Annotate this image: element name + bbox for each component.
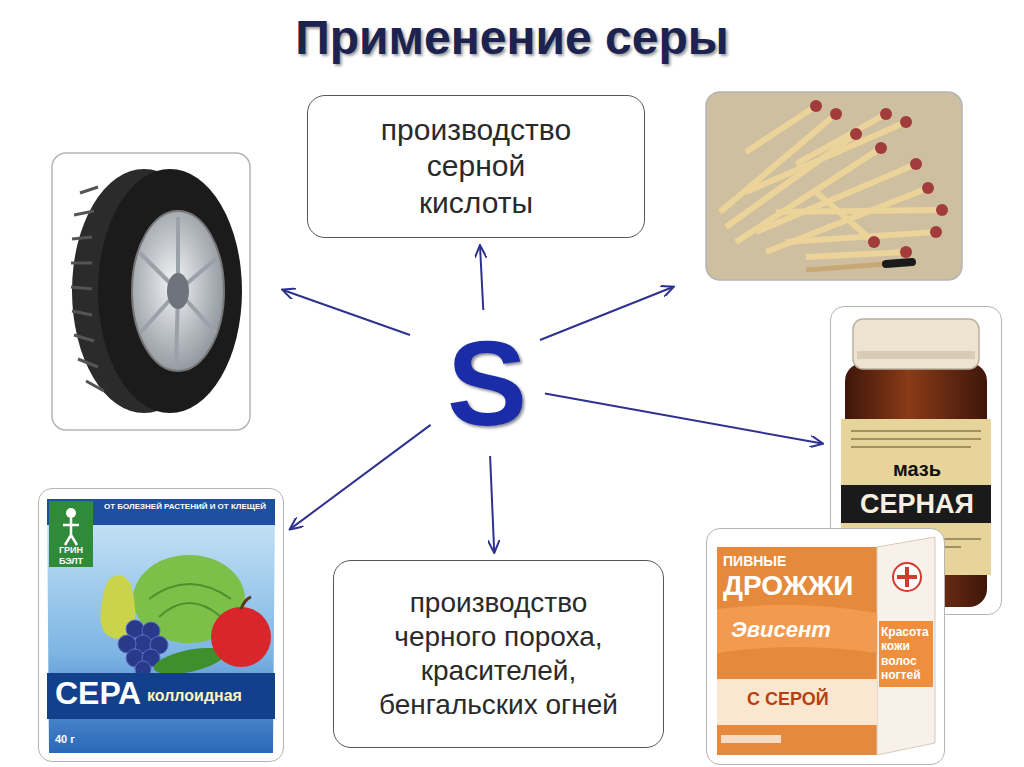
weight-text: 40 г xyxy=(55,733,75,746)
box-text: производство черного пороха, красителей,… xyxy=(373,586,625,723)
box-text: производство серной кислоты xyxy=(366,112,586,222)
brand-text: ГРИН БЭЛТ xyxy=(49,545,93,567)
product-name: ПИВНЫЕ xyxy=(723,553,786,570)
pack-text: С СЕРОЙ xyxy=(747,689,829,711)
slide-title: Применение серы xyxy=(0,10,1024,65)
arrow-line xyxy=(540,287,673,340)
arrow-connector xyxy=(290,425,430,529)
product-name: мазь xyxy=(841,457,993,481)
arrow-connector xyxy=(545,394,822,444)
product-name: СЕРНАЯ xyxy=(841,485,993,523)
yeast-box: ПИВНЫЕДРОЖЖИ Эвисент Красота кожи волос но… xyxy=(706,528,945,765)
brand-text: Эвисент xyxy=(731,617,831,644)
product-name: коллоидная xyxy=(147,686,242,706)
product-name: СЕРА xyxy=(55,674,141,713)
arrow-connector xyxy=(480,246,483,310)
use-box: производство серной кислоты xyxy=(307,95,645,238)
sulfur-pack: ГРИН БЭЛТ ОТ БОЛЕЗНЕЙ РАСТЕНИЙ И ОТ КЛЕЩЕ… xyxy=(38,488,284,762)
product-name: ДРОЖЖИ xyxy=(723,569,853,603)
element-symbol: S xyxy=(437,318,537,448)
arrow-line xyxy=(283,290,410,335)
pack-text: Красота кожи волос ногтей xyxy=(881,625,933,683)
use-box: производство черного пороха, красителей,… xyxy=(333,560,664,748)
matches-picture xyxy=(706,92,962,280)
tire-picture xyxy=(52,153,250,430)
symbol-text: S xyxy=(447,318,527,448)
pack-text: ОТ БОЛЕЗНЕЙ РАСТЕНИЙ И ОТ КЛЕЩЕЙ xyxy=(97,502,273,512)
sulfur-pack-picture xyxy=(39,489,283,761)
arrow-connector xyxy=(490,456,494,552)
